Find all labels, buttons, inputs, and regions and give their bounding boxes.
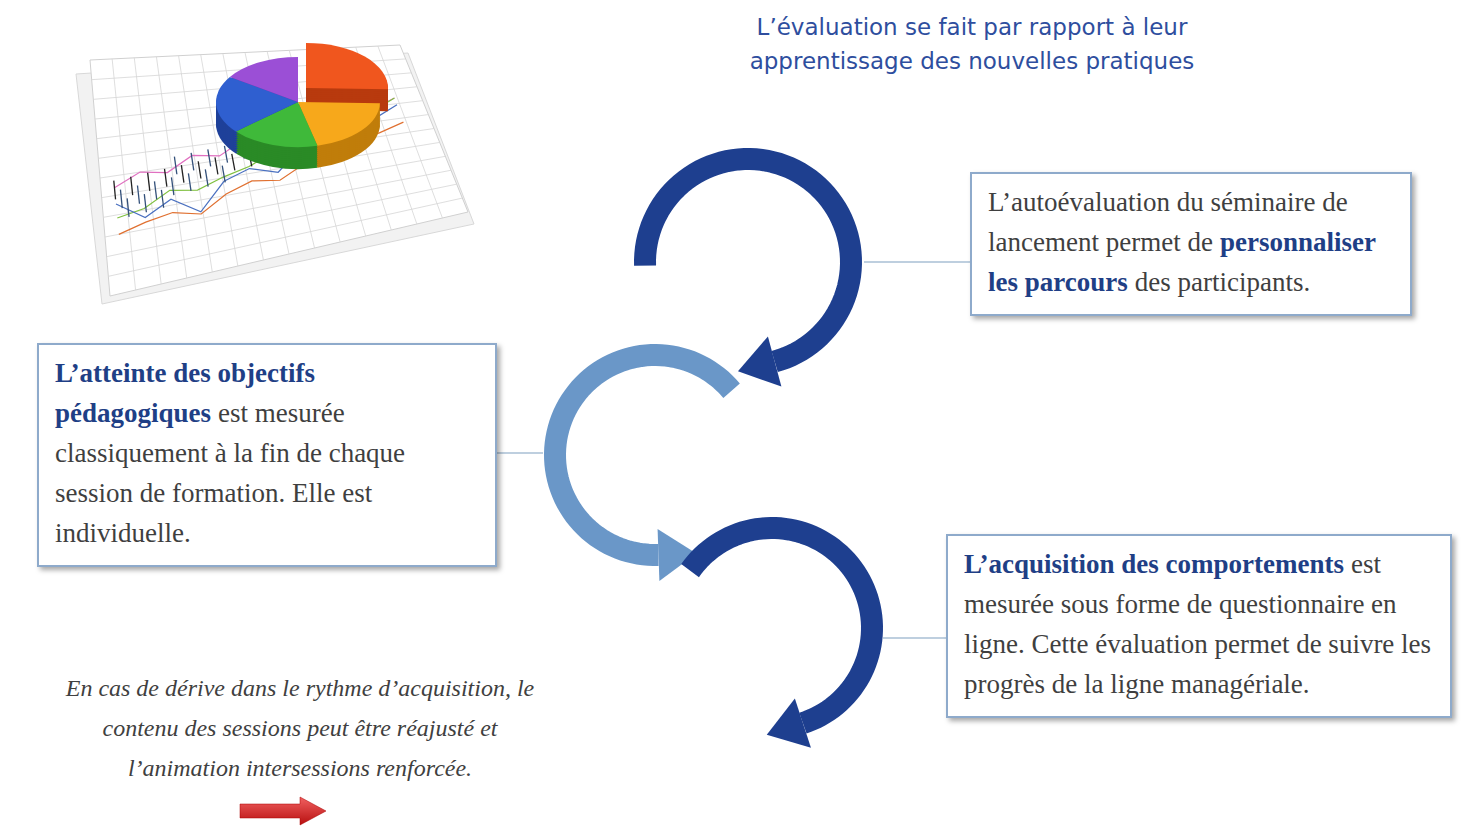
- pie-slice: [230, 57, 298, 102]
- leader-line: [883, 637, 946, 638]
- leader-line: [864, 261, 970, 262]
- red-arrow: [240, 797, 326, 825]
- candle: [191, 153, 194, 170]
- curved-arrow: [690, 528, 872, 723]
- curved-arrow: [645, 159, 851, 361]
- candle: [165, 169, 167, 187]
- candle: [131, 177, 133, 195]
- candle: [198, 161, 201, 178]
- candle: [120, 190, 122, 209]
- candle: [127, 198, 129, 216]
- curved-arrow-head: [738, 336, 781, 386]
- candle: [161, 190, 163, 208]
- candle: [144, 194, 146, 212]
- candle: [215, 157, 218, 174]
- candle: [181, 165, 184, 183]
- candle: [224, 146, 227, 163]
- candle: [232, 154, 235, 171]
- curved-arrow: [555, 355, 732, 555]
- text-box: L’acquisition des comportementsest mesur…: [946, 534, 1452, 718]
- candle: [137, 185, 139, 203]
- note-text: En cas de dérive dans le rythme d’acquis…: [50, 668, 550, 788]
- curved-arrow-head: [767, 698, 811, 747]
- box-text: des participants.: [1135, 267, 1310, 297]
- pie-slice: [306, 43, 388, 89]
- candle: [208, 149, 211, 166]
- candle: [222, 166, 225, 183]
- candle: [148, 173, 150, 191]
- title-text: L’évaluation se fait par rapport à leur …: [702, 10, 1242, 78]
- candle: [171, 177, 173, 195]
- grid-line: [107, 184, 457, 256]
- candle: [188, 173, 191, 190]
- text-box: L’atteinte des objectifs pédagogiquesest…: [37, 343, 497, 567]
- candle: [174, 157, 176, 175]
- text-box: L’autoévaluation du séminaire de lanceme…: [970, 172, 1412, 316]
- candle: [205, 169, 208, 186]
- leader-line: [497, 452, 543, 453]
- chart-illustration: [76, 43, 474, 304]
- candle: [154, 181, 156, 199]
- paper-sheet: [90, 45, 468, 296]
- grid-line: [108, 198, 462, 276]
- box-heading: L’acquisition des comportements: [964, 549, 1344, 579]
- candle: [114, 181, 116, 200]
